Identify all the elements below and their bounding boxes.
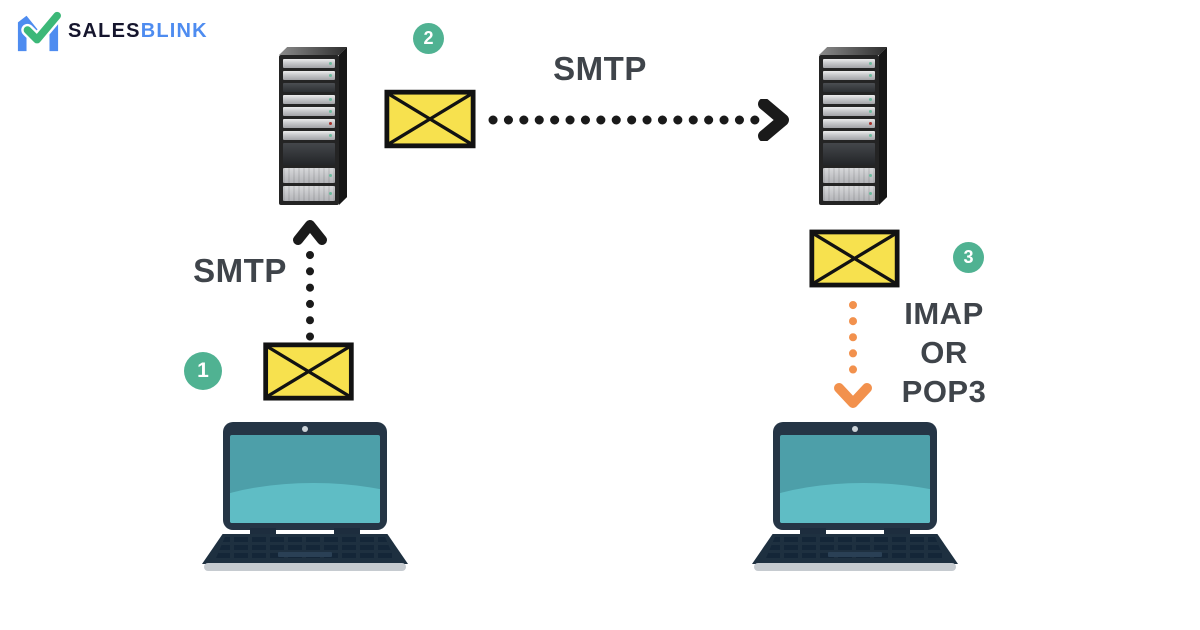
server-vent bbox=[283, 83, 335, 92]
imap-label-line1: IMAP bbox=[904, 296, 984, 331]
smtp-label-relay: SMTP bbox=[553, 50, 647, 87]
logo-text-blink: BLINK bbox=[140, 19, 208, 42]
server-drive-bay bbox=[283, 119, 335, 128]
outgoing-email-envelope-icon bbox=[263, 342, 354, 401]
smtp-label-outgoing: SMTP bbox=[193, 252, 287, 289]
server-drive-bay bbox=[283, 59, 335, 68]
server-vent bbox=[823, 83, 875, 92]
laptop-bottom-edge bbox=[754, 563, 956, 571]
imap-pop3-download-dotted-arrow-icon bbox=[834, 301, 872, 408]
server-drive-bay bbox=[823, 186, 875, 201]
server-front-face bbox=[819, 55, 879, 205]
recipient-laptop-icon bbox=[752, 418, 958, 571]
logo-text-sales: SALES bbox=[68, 19, 141, 42]
laptop-camera-dot bbox=[302, 426, 308, 432]
imap-label-line2: OR bbox=[920, 335, 968, 370]
server-top-face bbox=[279, 47, 347, 55]
server-drive-bay bbox=[823, 59, 875, 68]
laptop-spacebar bbox=[278, 552, 332, 557]
salesblink-m-check-icon bbox=[17, 9, 62, 52]
server-drive-bay bbox=[283, 95, 335, 104]
imap-or-pop3-label: IMAP OR POP3 bbox=[880, 294, 1008, 411]
server-front-face bbox=[279, 55, 339, 205]
step-2-badge: 2 bbox=[413, 23, 444, 54]
server-side-face bbox=[339, 47, 347, 205]
server-drive-bay bbox=[283, 168, 335, 183]
server-drive-bay bbox=[823, 95, 875, 104]
server-drive-bay bbox=[283, 186, 335, 201]
smtp-upload-dotted-arrow-icon bbox=[293, 220, 327, 341]
laptop-keys bbox=[766, 537, 944, 558]
laptop-camera-dot bbox=[852, 426, 858, 432]
server-vent bbox=[823, 143, 875, 165]
laptop-keyboard-base bbox=[202, 534, 408, 564]
laptop-bottom-edge bbox=[204, 563, 406, 571]
server-drive-bay bbox=[283, 131, 335, 140]
server-drive-bay bbox=[823, 168, 875, 183]
server-drive-bay bbox=[823, 107, 875, 116]
server-top-face bbox=[819, 47, 887, 55]
laptop-screen-bezel bbox=[223, 422, 387, 530]
recipient-mail-server-icon bbox=[819, 47, 889, 205]
sender-mail-server-icon bbox=[279, 47, 349, 205]
laptop-screen-bezel bbox=[773, 422, 937, 530]
laptop-keyboard-base bbox=[752, 534, 958, 564]
sender-laptop-icon bbox=[202, 418, 408, 571]
step-3-badge: 3 bbox=[953, 242, 984, 273]
server-drive-bay bbox=[823, 71, 875, 80]
server-drive-bay bbox=[823, 119, 875, 128]
laptop-spacebar bbox=[828, 552, 882, 557]
smtp-transfer-dotted-arrow-icon bbox=[488, 99, 789, 141]
laptop-hinge bbox=[334, 528, 360, 538]
step-1-badge: 1 bbox=[184, 352, 222, 390]
server-drive-bay bbox=[283, 107, 335, 116]
laptop-display bbox=[780, 435, 930, 523]
laptop-hinge bbox=[250, 528, 276, 538]
relay-email-envelope-icon bbox=[384, 89, 476, 149]
server-drive-bay bbox=[823, 131, 875, 140]
laptop-hinge bbox=[884, 528, 910, 538]
server-side-face bbox=[879, 47, 887, 205]
server-vent bbox=[283, 143, 335, 165]
salesblink-logo: SALESBLINK bbox=[14, 9, 208, 53]
incoming-email-envelope-icon bbox=[809, 229, 900, 288]
logo-wordmark: SALESBLINK bbox=[68, 20, 208, 43]
server-drive-bay bbox=[283, 71, 335, 80]
imap-label-line3: POP3 bbox=[901, 374, 987, 409]
laptop-hinge bbox=[800, 528, 826, 538]
laptop-display bbox=[230, 435, 380, 523]
laptop-keys bbox=[216, 537, 394, 558]
